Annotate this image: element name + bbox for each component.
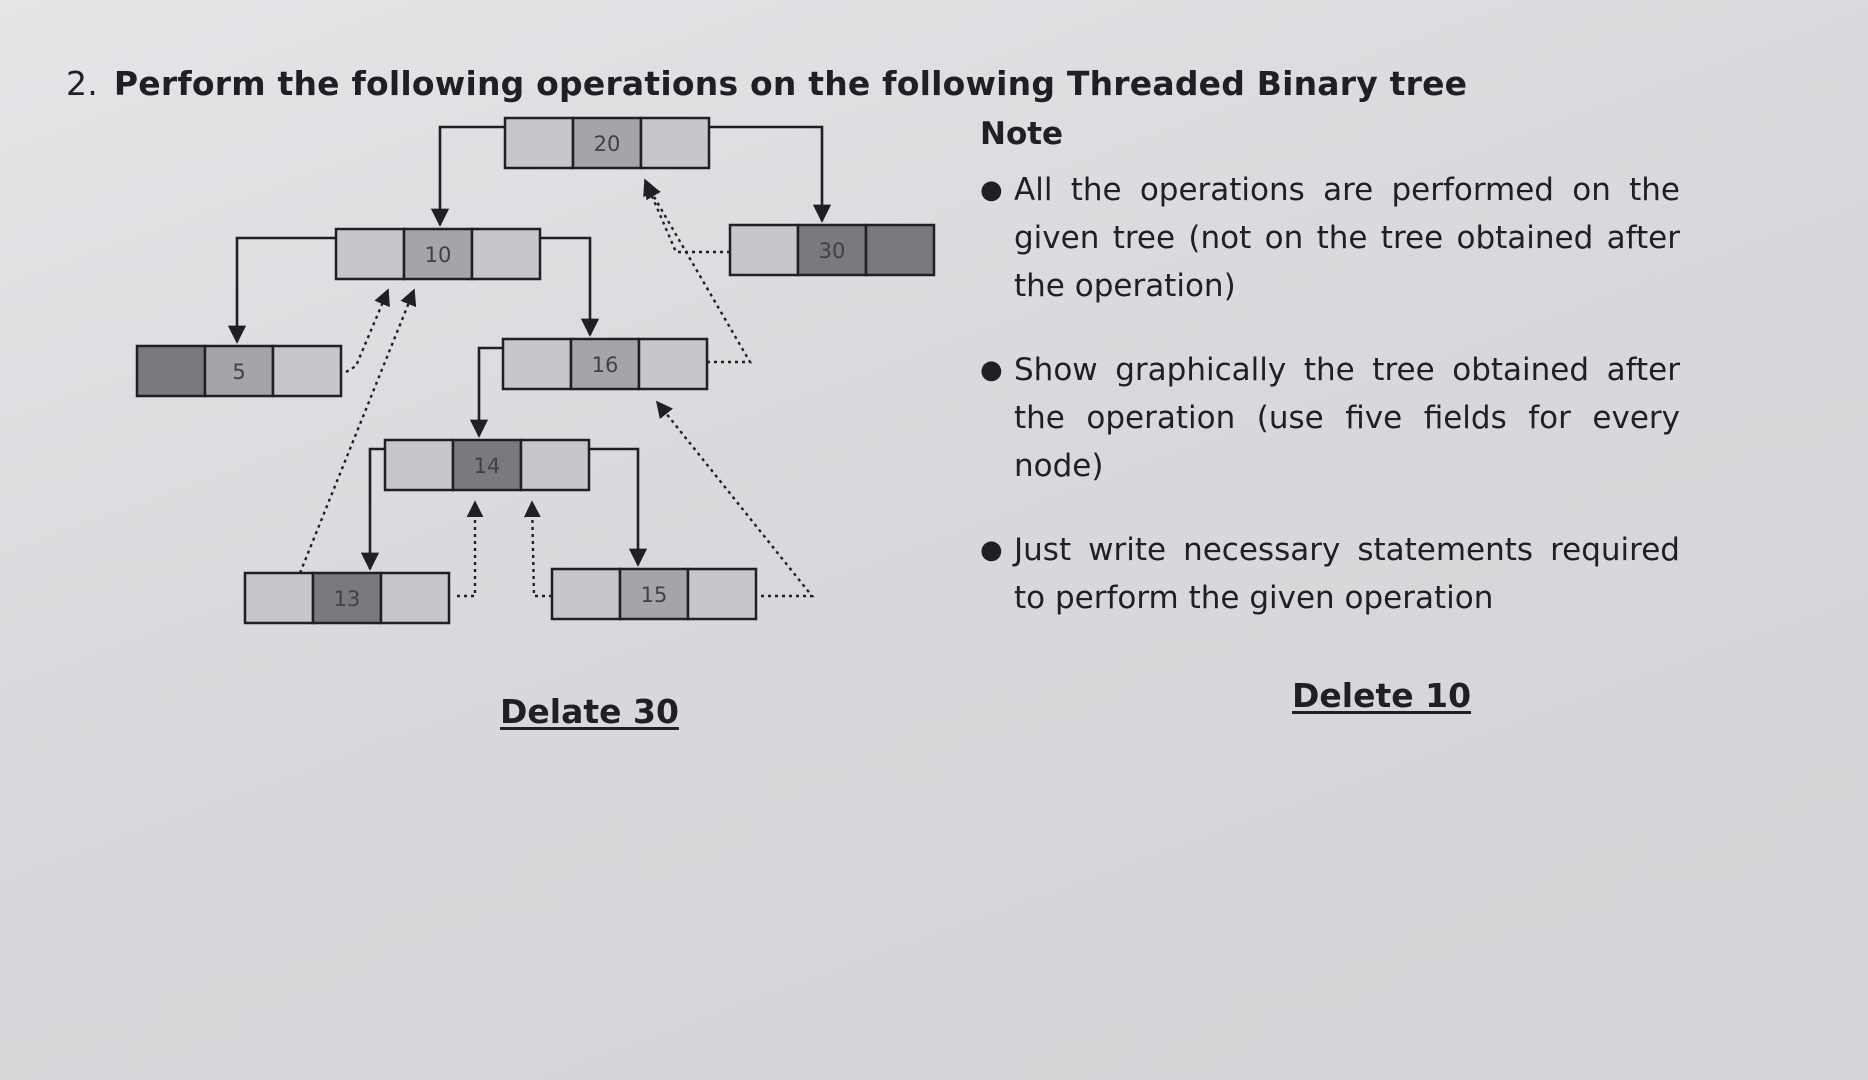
tree-node-5: 5 bbox=[135, 344, 343, 398]
child-link-14-13 bbox=[360, 447, 385, 571]
thread-link-15-16 bbox=[655, 400, 815, 598]
node-value: 10 bbox=[425, 243, 452, 267]
node-data-field bbox=[618, 567, 690, 621]
node-left-field bbox=[550, 567, 622, 621]
child-link-16-14 bbox=[469, 346, 503, 438]
child-link-10-16 bbox=[540, 236, 600, 337]
operation-delete-10: Delete 10 bbox=[1292, 676, 1472, 715]
note-bullet-text: Show graphically the tree obtained after… bbox=[1014, 352, 1680, 484]
tree-node-30: 30 bbox=[728, 223, 936, 277]
tree-node-16: 16 bbox=[501, 337, 709, 391]
note-heading: Note bbox=[980, 116, 1064, 152]
node-data-field bbox=[203, 344, 275, 398]
bullet-dot-icon: ● bbox=[980, 355, 1003, 385]
node-left-field bbox=[135, 344, 207, 398]
child-link-20-10 bbox=[430, 125, 505, 227]
node-left-field bbox=[503, 116, 575, 170]
thread-link-13-14 bbox=[457, 500, 484, 598]
tree-node-20: 20 bbox=[503, 116, 711, 170]
node-right-field bbox=[470, 227, 542, 281]
thread-link-5-10 bbox=[345, 288, 390, 374]
thread-link-16-20 bbox=[644, 181, 753, 364]
node-value: 20 bbox=[594, 132, 621, 156]
note-bullet: ● All the operations are performed on th… bbox=[980, 166, 1680, 310]
node-value: 13 bbox=[334, 587, 361, 611]
tree-node-10: 10 bbox=[334, 227, 542, 281]
node-right-field bbox=[686, 567, 758, 621]
node-left-field bbox=[383, 438, 455, 492]
tree-node-13: 13 bbox=[243, 571, 451, 625]
node-left-field bbox=[501, 337, 573, 391]
note-bullet: ● Show graphically the tree obtained aft… bbox=[980, 346, 1680, 490]
node-data-field bbox=[451, 438, 523, 492]
child-links bbox=[227, 125, 832, 571]
thread-link-13-10 bbox=[298, 288, 417, 574]
node-left-field bbox=[243, 571, 315, 625]
operation-delete-30: Delate 30 bbox=[500, 692, 679, 731]
node-right-field bbox=[271, 344, 343, 398]
note-section: Note ● All the operations are performed … bbox=[980, 116, 1680, 658]
node-data-field bbox=[311, 571, 383, 625]
note-bullet: ● Just write necessary statements requir… bbox=[980, 526, 1680, 622]
thread-link-15-14 bbox=[523, 500, 552, 598]
tree-nodes: 20 10 30 5 16 14 13 15 bbox=[135, 116, 936, 625]
node-value: 16 bbox=[592, 353, 619, 377]
node-left-field bbox=[728, 223, 800, 277]
bullet-dot-icon: ● bbox=[980, 175, 1003, 205]
node-value: 15 bbox=[641, 583, 668, 607]
node-value: 5 bbox=[232, 360, 245, 384]
node-data-field bbox=[569, 337, 641, 391]
child-link-20-30 bbox=[709, 125, 832, 223]
note-bullet-text: Just write necessary statements required… bbox=[1014, 532, 1680, 616]
thread-links bbox=[298, 178, 815, 598]
node-right-field bbox=[519, 438, 591, 492]
question-title: 2. Perform the following operations on th… bbox=[66, 64, 1467, 103]
node-right-field bbox=[379, 571, 451, 625]
node-right-field bbox=[639, 116, 711, 170]
node-value: 30 bbox=[819, 239, 846, 263]
child-link-14-15 bbox=[589, 447, 648, 567]
node-value: 14 bbox=[474, 454, 501, 478]
question-number: 2. bbox=[66, 64, 98, 103]
bullet-dot-icon: ● bbox=[980, 535, 1003, 565]
node-right-field bbox=[637, 337, 709, 391]
child-link-10-5 bbox=[227, 236, 336, 344]
thread-link-30-20 bbox=[643, 178, 730, 254]
node-left-field bbox=[334, 227, 406, 281]
tree-node-14: 14 bbox=[383, 438, 591, 492]
tree-node-15: 15 bbox=[550, 567, 758, 621]
question-text: Perform the following operations on the … bbox=[113, 64, 1468, 103]
node-right-field bbox=[864, 223, 936, 277]
node-data-field bbox=[796, 223, 868, 277]
note-bullet-text: All the operations are performed on the … bbox=[1014, 172, 1680, 304]
